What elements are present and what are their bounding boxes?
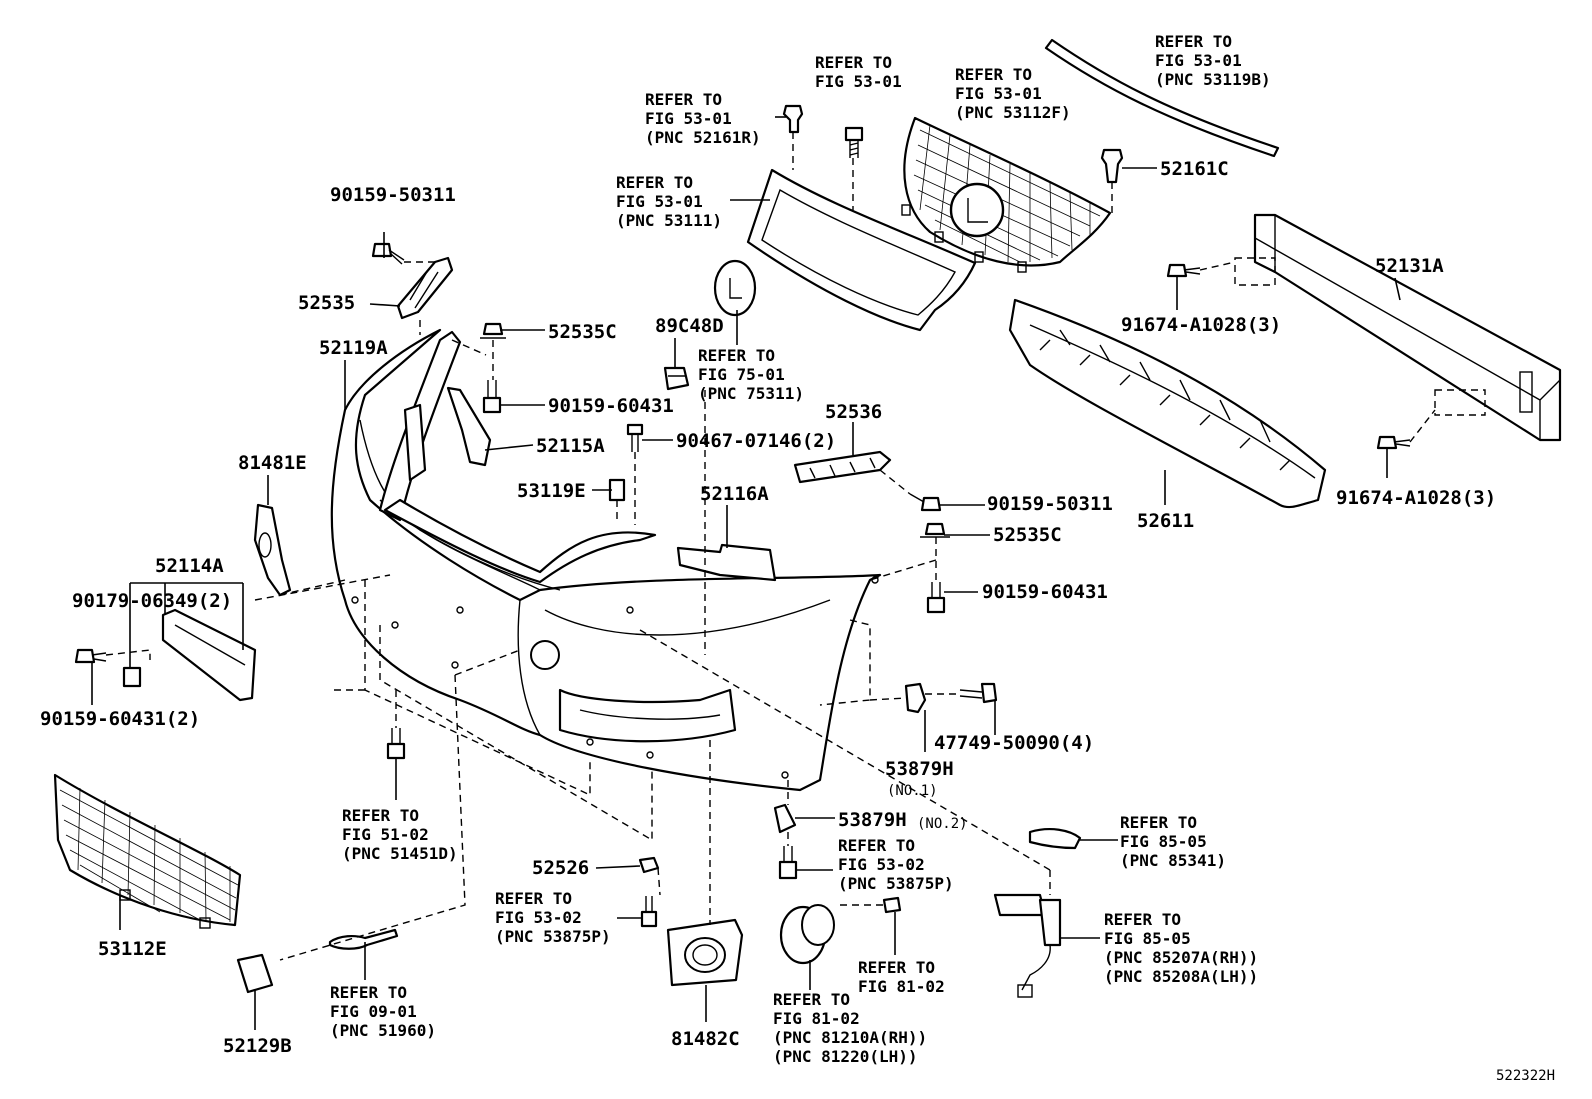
part-labels: 90159-50311 52535 52119A 52535C 90159-60… xyxy=(40,158,1555,1084)
ref-85341: REFER TO FIG 85-05 (PNC 85341) xyxy=(1120,813,1226,870)
label-47749-50090: 47749-50090(4) xyxy=(934,732,1094,754)
bolt-53875p-right xyxy=(778,846,798,880)
label-52526: 52526 xyxy=(532,857,589,879)
label-52535: 52535 xyxy=(298,292,355,314)
bolt-91674-upper xyxy=(1166,263,1201,278)
washer-cover xyxy=(1028,828,1082,850)
label-90159-60431-right: 90159-60431 xyxy=(982,581,1108,603)
label-53879h-no1-note: (NO.1) xyxy=(887,783,938,799)
tow-hook xyxy=(328,928,399,950)
label-90467-07146: 90467-07146(2) xyxy=(676,430,836,452)
grille-frame xyxy=(746,168,977,332)
clip-52535c-right xyxy=(920,522,950,538)
ref-53875p-right: REFER TO FIG 53-02 (PNC 53875P) xyxy=(838,836,954,893)
label-52114a: 52114A xyxy=(155,555,224,577)
clip-52161c xyxy=(1100,148,1124,184)
bumper-reinforcement xyxy=(1234,213,1562,442)
label-53879h-no2-note: (NO.2) xyxy=(917,816,968,832)
bolt-top xyxy=(844,126,864,158)
clip-52161r xyxy=(782,104,804,134)
bracket-52116a xyxy=(676,543,777,582)
ref-53119b: REFER TO FIG 53-01 (PNC 53119B) xyxy=(1155,32,1271,89)
label-91674-upper: 91674-A1028(3) xyxy=(1121,314,1281,336)
label-52115a: 52115A xyxy=(536,435,605,457)
screw-fig81 xyxy=(882,896,902,914)
clip-53119e xyxy=(608,478,626,502)
label-52535c-upper: 52535C xyxy=(548,321,617,343)
ref-75311: REFER TO FIG 75-01 (PNC 75311) xyxy=(698,346,804,403)
bolt-90159-60431-right xyxy=(926,582,946,614)
refer-to-blocks: REFER TO FIG 53-01 (PNC 52161R) REFER TO… xyxy=(330,32,1271,1066)
ref-52161r: REFER TO FIG 53-01 (PNC 52161R) xyxy=(645,90,761,147)
bracket-53879h-no2 xyxy=(773,803,797,834)
label-53119e: 53119E xyxy=(517,480,586,502)
emblem xyxy=(713,259,757,317)
label-81482c: 81482C xyxy=(671,1028,740,1050)
label-52131a: 52131A xyxy=(1375,255,1444,277)
label-52535c-right: 52535C xyxy=(993,524,1062,546)
bumper-upper-center xyxy=(383,498,657,584)
nut-90179 xyxy=(122,666,142,688)
ref-51960: REFER TO FIG 09-01 (PNC 51960) xyxy=(330,983,436,1040)
label-53879h-no2: 53879H xyxy=(838,809,907,831)
ref-51451d: REFER TO FIG 51-02 (PNC 51451D) xyxy=(342,806,458,863)
label-90159-60431-2: 90159-60431(2) xyxy=(40,708,200,730)
label-52119a: 52119A xyxy=(319,337,388,359)
fog-lamp xyxy=(779,904,835,965)
label-52611: 52611 xyxy=(1137,510,1194,532)
bracket-53879h-no1 xyxy=(904,682,927,714)
screw-90467 xyxy=(626,423,644,452)
radiator-grille xyxy=(901,116,1112,273)
leader-lines xyxy=(91,116,1401,1030)
bolt-90159-60431-upper xyxy=(482,380,502,414)
label-89c48d: 89C48D xyxy=(655,315,724,337)
diagram-code: 522322H xyxy=(1496,1068,1555,1084)
ref-fig81-02: REFER TO FIG 81-02 xyxy=(858,958,945,996)
upper-retainer xyxy=(378,330,462,522)
bolt-53875p-left xyxy=(640,896,658,928)
lower-grille xyxy=(53,773,242,929)
energy-absorber xyxy=(1008,298,1327,509)
bolt-91674-lower xyxy=(1376,435,1411,450)
label-91674-lower: 91674-A1028(3) xyxy=(1336,487,1496,509)
headlamp-washer xyxy=(993,893,1062,998)
label-90159-50311-upper: 90159-50311 xyxy=(330,184,456,206)
bracket-81481e xyxy=(253,503,292,597)
label-52161c: 52161C xyxy=(1160,158,1229,180)
bracket-52536 xyxy=(793,450,892,484)
bolt-under-bumper xyxy=(386,728,406,760)
clip-52526 xyxy=(638,856,660,874)
ref-81210a: REFER TO FIG 81-02 (PNC 81210A(RH)) (PNC… xyxy=(773,990,937,1066)
clip-47749 xyxy=(959,682,998,704)
label-90159-60431-upper: 90159-60431 xyxy=(548,395,674,417)
clip-52535c-upper xyxy=(480,322,506,339)
bracket-52535 xyxy=(396,256,454,320)
fog-lamp-cover xyxy=(666,918,744,987)
bumper-cover xyxy=(330,328,882,792)
label-52116a: 52116A xyxy=(700,483,769,505)
bolt-90159-60431-left xyxy=(74,648,107,664)
ref-fig53-01-top: REFER TO FIG 53-01 xyxy=(815,53,902,91)
label-81481e: 81481E xyxy=(238,452,307,474)
bracket-52114a xyxy=(161,608,257,702)
bolt-90159-50311-right xyxy=(909,493,942,512)
bracket-52115a xyxy=(446,386,492,467)
dashed-lines xyxy=(105,132,1436,961)
label-52536: 52536 xyxy=(825,401,882,423)
bolt-90159-50311-upper xyxy=(371,242,405,265)
upper-trim-strip xyxy=(1044,38,1280,158)
label-52129b: 52129B xyxy=(223,1035,292,1057)
ref-53875p-left: REFER TO FIG 53-02 (PNC 53875P) xyxy=(495,889,611,946)
label-53879h-no1: 53879H xyxy=(885,758,954,780)
label-90159-50311-right: 90159-50311 xyxy=(987,493,1113,515)
label-90179-06349: 90179-06349(2) xyxy=(72,590,232,612)
ref-53111: REFER TO FIG 53-01 (PNC 53111) xyxy=(616,173,722,230)
ref-85207a: REFER TO FIG 85-05 (PNC 85207A(RH)) (PNC… xyxy=(1104,910,1268,986)
label-53112e: 53112E xyxy=(98,938,167,960)
tow-hook-cover xyxy=(236,953,274,994)
sensor-89c48d xyxy=(663,366,690,391)
ref-53112f: REFER TO FIG 53-01 (PNC 53112F) xyxy=(955,65,1071,122)
